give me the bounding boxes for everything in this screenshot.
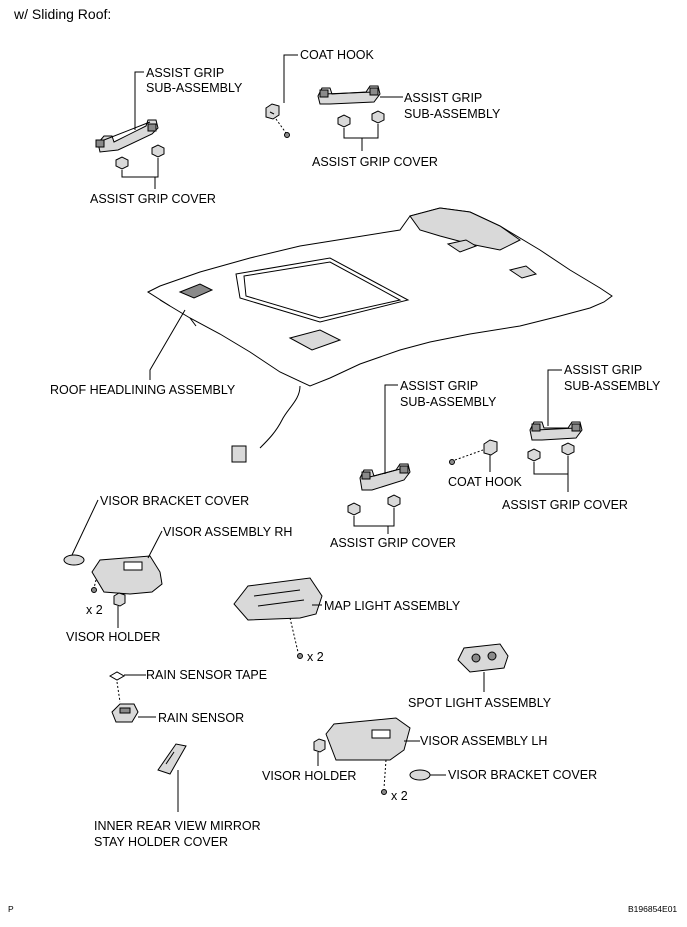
dashed-coat-hook-top <box>275 118 287 134</box>
assist-grip-cover-tr-part <box>337 110 385 128</box>
label-assist-grip-sub-tr-2: SUB-ASSEMBLY <box>404 107 501 121</box>
dashed-rain-sensor <box>116 681 121 703</box>
dashed-visor-rh-screw <box>93 579 97 589</box>
dashed-coat-hook-right <box>454 449 484 461</box>
leader-assist-grip-tl <box>134 71 144 130</box>
leader-coat-hook-top <box>283 54 298 103</box>
label-visor-assembly-lh: VISOR ASSEMBLY LH <box>420 734 547 748</box>
leader-visor-bracket-cover-left <box>71 499 99 556</box>
leader-visor-assembly-rh <box>147 530 163 559</box>
label-visor-holder-left: VISOR HOLDER <box>66 630 160 644</box>
label-rain-sensor-tape: RAIN SENSOR TAPE <box>146 668 267 682</box>
label-assist-grip-cover-right: ASSIST GRIP COVER <box>502 498 628 512</box>
label-map-light-assembly: MAP LIGHT ASSEMBLY <box>324 599 461 613</box>
visor-bracket-cover-left-part <box>63 554 85 566</box>
label-assist-grip-cover-tl: ASSIST GRIP COVER <box>90 192 216 206</box>
leader-assist-grip-right <box>547 369 562 426</box>
label-coat-hook-top: COAT HOOK <box>300 48 375 62</box>
leader-assist-grip-cover-tr <box>343 124 379 151</box>
label-inner-mirror-cover-2: STAY HOLDER COVER <box>94 835 228 849</box>
label-rain-sensor: RAIN SENSOR <box>158 711 244 725</box>
assist-grip-right-part <box>529 421 583 441</box>
assist-grip-tl-part <box>95 119 159 153</box>
label-coat-hook-right: COAT HOOK <box>448 475 523 489</box>
diagram-title: w/ Sliding Roof: <box>13 6 111 22</box>
label-roof-headlining: ROOF HEADLINING ASSEMBLY <box>50 383 236 397</box>
spot-light-assembly-part <box>457 643 509 673</box>
assist-grip-tr-part <box>317 85 381 105</box>
label-assist-grip-cover-mid: ASSIST GRIP COVER <box>330 536 456 550</box>
inner-mirror-cover-part <box>157 743 187 775</box>
label-assist-grip-sub-tl-2: SUB-ASSEMBLY <box>146 81 243 95</box>
footer-left-mark: P <box>8 904 14 914</box>
label-visor-bracket-cover-left: VISOR BRACKET COVER <box>100 494 249 508</box>
label-x2-map-light: x 2 <box>307 650 324 664</box>
label-assist-grip-sub-right-2: SUB-ASSEMBLY <box>564 379 661 393</box>
leader-assist-grip-cover-right <box>533 456 569 492</box>
label-assist-grip-cover-tr: ASSIST GRIP COVER <box>312 155 438 169</box>
label-assist-grip-sub-tr-1: ASSIST GRIP <box>404 91 482 105</box>
assist-grip-mid-part <box>359 463 411 491</box>
figure-id: B196854E01 <box>628 904 677 914</box>
label-visor-bracket-cover-right: VISOR BRACKET COVER <box>448 768 597 782</box>
assist-grip-cover-tl-part <box>115 144 165 170</box>
assist-grip-cover-right-part <box>527 442 575 462</box>
label-spot-light-assembly: SPOT LIGHT ASSEMBLY <box>408 696 552 710</box>
roof-headlining-part <box>146 207 613 463</box>
visor-assembly-lh-part <box>325 717 411 761</box>
leader-assist-grip-cover-mid <box>353 508 395 534</box>
leader-roof-headlining <box>149 309 186 380</box>
leader-assist-grip-cover-tl <box>121 158 159 189</box>
label-assist-grip-sub-tl-1: ASSIST GRIP <box>146 66 224 80</box>
visor-assembly-rh-part <box>91 555 163 595</box>
label-assist-grip-sub-right-1: ASSIST GRIP <box>564 363 642 377</box>
visor-holder-left-part <box>91 587 126 607</box>
label-visor-holder-right: VISOR HOLDER <box>262 769 356 783</box>
label-assist-grip-sub-mid-2: SUB-ASSEMBLY <box>400 395 497 409</box>
label-x2-visor-lh: x 2 <box>391 789 408 803</box>
label-inner-mirror-cover-1: INNER REAR VIEW MIRROR <box>94 819 261 833</box>
coat-hook-top-part <box>265 103 290 138</box>
rain-sensor-tape-part <box>108 671 126 681</box>
dashed-visor-lh-screw <box>383 759 387 789</box>
coat-hook-right-part <box>449 439 498 465</box>
visor-bracket-cover-right-part <box>409 769 431 781</box>
map-light-assembly-part <box>233 577 323 659</box>
rain-sensor-part <box>111 703 139 723</box>
leader-assist-grip-mid <box>384 384 398 474</box>
assist-grip-cover-mid-part <box>347 494 401 516</box>
label-visor-assembly-rh: VISOR ASSEMBLY RH <box>163 525 292 539</box>
label-assist-grip-sub-mid-1: ASSIST GRIP <box>400 379 478 393</box>
visor-holder-right-part <box>313 738 387 795</box>
label-x2-visor-rh: x 2 <box>86 603 103 617</box>
dashed-map-light-screw <box>289 617 299 653</box>
